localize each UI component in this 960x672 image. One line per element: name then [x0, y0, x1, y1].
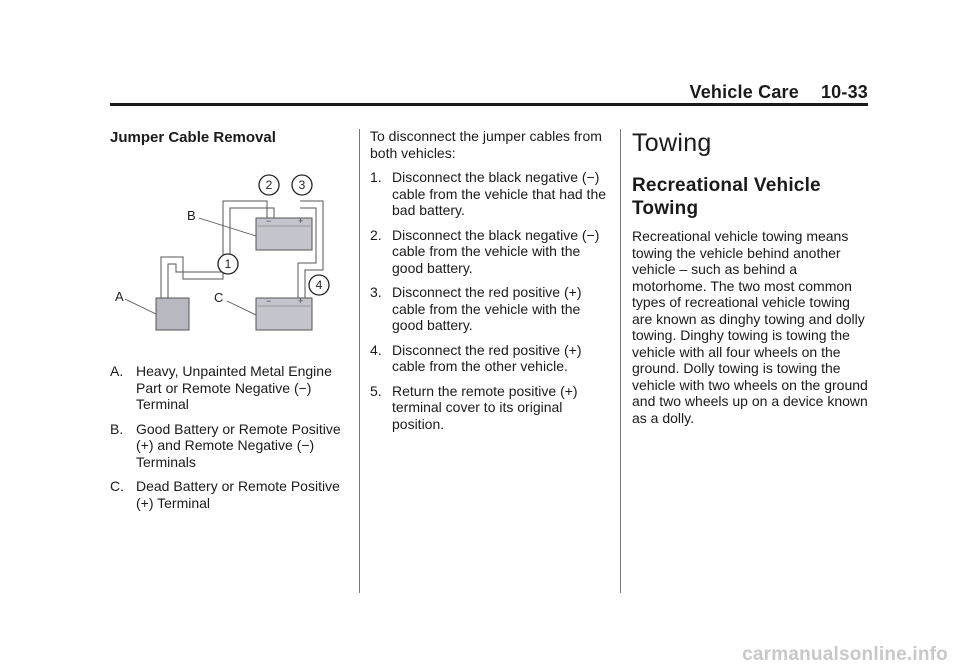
legend-item-a: A. Heavy, Unpainted Metal Engine Part or…: [110, 363, 358, 413]
dead-battery-negative-terminal: −: [266, 296, 271, 306]
legend-letter: C.: [110, 478, 124, 494]
header-section-title: Vehicle Care: [689, 82, 799, 102]
header-rule: [110, 103, 868, 106]
header-page-number: 10-33: [820, 82, 868, 102]
step-number: 4.: [370, 341, 382, 358]
diagram-svg: − + − + B A C 2 3: [115, 174, 330, 331]
callout-1: 1: [225, 257, 232, 271]
cable-positive-inner: [297, 207, 317, 298]
column-1: Jumper Cable Removal: [110, 128, 355, 148]
watermark: carmanualsonline.info: [742, 644, 948, 665]
callout-3: 3: [299, 178, 306, 192]
good-battery-positive-terminal: +: [298, 216, 303, 226]
legend-letter: B.: [110, 420, 124, 437]
step-text: Disconnect the red positive (+) cable fr…: [392, 284, 582, 333]
header-text: Vehicle Care 10-33: [689, 82, 868, 103]
good-battery: − +: [255, 216, 313, 251]
recreational-towing-heading: Recreational Vehicle Towing: [632, 175, 821, 219]
step-item: 2. Disconnect the black negative (−) cab…: [370, 227, 610, 277]
label-b: B: [187, 208, 196, 223]
page-header: Vehicle Care 10-33: [110, 82, 868, 104]
step-item: 4. Disconnect the red positive (+) cable…: [370, 342, 610, 375]
column-2: To disconnect the jumper cables from bot…: [370, 128, 610, 440]
legend-text: Good Battery or Remote Positive (+) and …: [136, 420, 341, 470]
step-number: 3.: [370, 284, 382, 300]
callout-4-circle: [308, 274, 330, 296]
leader-a: [124, 298, 157, 315]
legend-letter: A.: [110, 363, 124, 379]
dead-battery: − +: [255, 296, 313, 331]
dead-battery-positive-terminal: +: [298, 296, 303, 306]
label-a: A: [115, 289, 124, 304]
legend-item-b: B. Good Battery or Remote Positive (+) a…: [110, 421, 358, 471]
steps-intro: To disconnect the jumper cables from bot…: [370, 128, 602, 161]
step-text: Disconnect the black negative (−) cable …: [392, 226, 600, 276]
section-heading-jumper-removal: Jumper Cable Removal: [110, 129, 276, 146]
callout-2: 2: [266, 178, 273, 192]
column-3: Towing Recreational Vehicle Towing Recre…: [632, 128, 868, 426]
leader-lines: [124, 217, 257, 316]
step-item: 5. Return the remote positive (+) termin…: [370, 383, 610, 433]
recreational-towing-paragraph: Recreational vehicle towing means towing…: [632, 228, 868, 426]
cable-negative-inner: [167, 207, 275, 298]
cable-positive-outer: [300, 200, 324, 298]
step-number: 2.: [370, 226, 382, 243]
column-divider-1: [359, 129, 360, 593]
legend-text: Dead Battery or Remote Positive (+) Term…: [136, 478, 340, 511]
cable-lines: [160, 200, 324, 298]
cable-negative-outer: [160, 200, 268, 298]
step-number: 1.: [370, 169, 382, 185]
callout-3-circle: [291, 174, 313, 196]
step-text: Return the remote positive (+) terminal …: [392, 382, 578, 432]
callout-4: 4: [316, 278, 323, 292]
label-c: C: [214, 290, 223, 305]
leader-c: [226, 300, 257, 316]
callout-2-circle: [258, 174, 280, 196]
step-number: 5.: [370, 382, 382, 399]
step-item: 3. Disconnect the red positive (+) cable…: [370, 284, 610, 334]
step-text: Disconnect the red positive (+) cable fr…: [392, 341, 582, 375]
step-item: 1. Disconnect the black negative (−) cab…: [370, 169, 610, 219]
legend-text: Heavy, Unpainted Metal Engine Part or Re…: [136, 363, 332, 412]
column-divider-2: [620, 129, 621, 593]
callout-1-circle: [217, 253, 239, 275]
jumper-cable-diagram: − + − + B A C 2 3: [110, 170, 350, 345]
step-text: Disconnect the black negative (−) cable …: [392, 169, 607, 218]
engine-ground-block: [155, 297, 190, 331]
towing-title: Towing: [632, 129, 712, 157]
good-battery-negative-terminal: −: [266, 216, 271, 226]
leader-b: [198, 217, 257, 237]
legend-item-c: C. Dead Battery or Remote Positive (+) T…: [110, 478, 358, 511]
diagram-legend: A. Heavy, Unpainted Metal Engine Part or…: [110, 363, 358, 519]
